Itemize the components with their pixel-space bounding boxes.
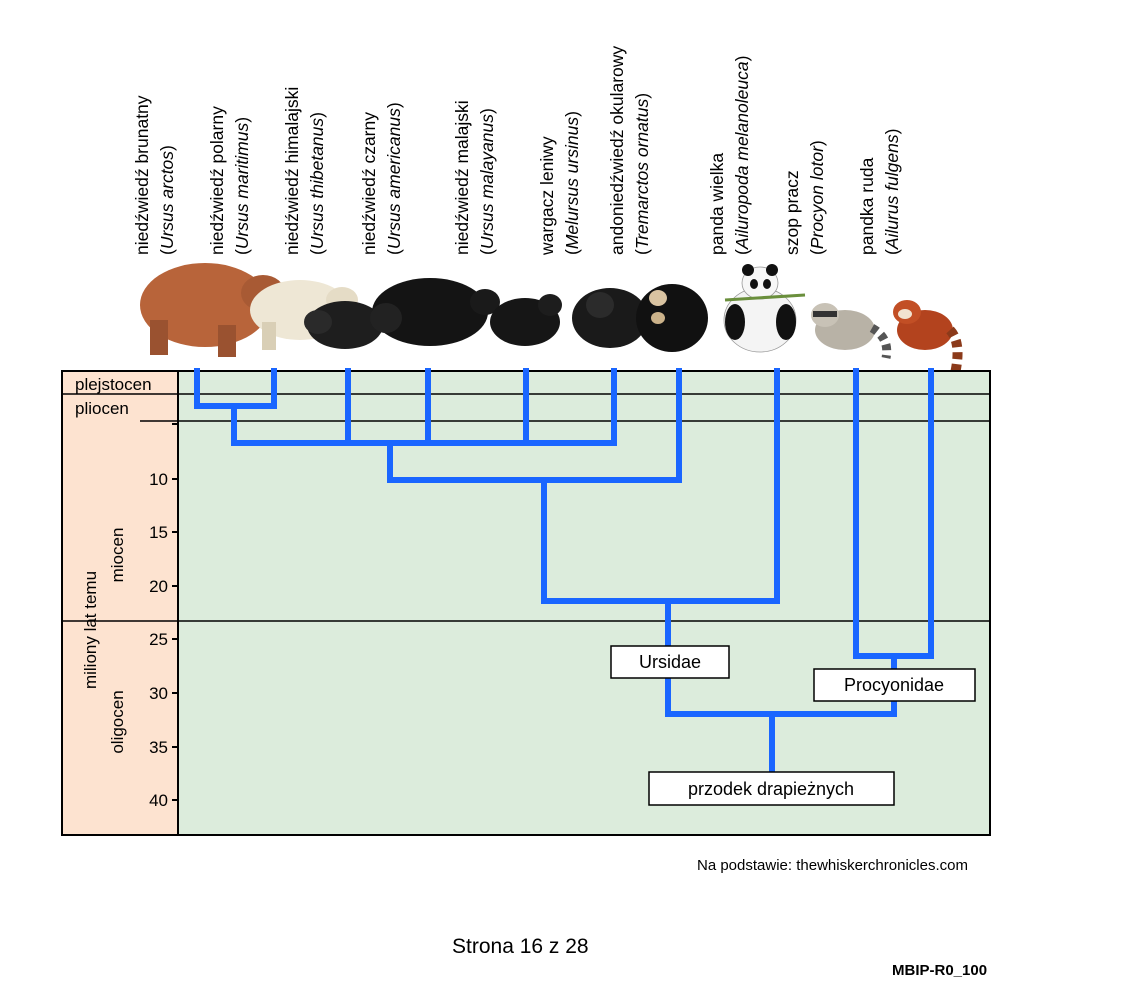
page-number: Strona 16 z 28 [452, 935, 589, 958]
ancestor-box [648, 771, 895, 806]
tick-label-25: 25 [149, 630, 168, 649]
epoch-miocene: miocen [108, 528, 127, 583]
tick-label-30: 30 [149, 684, 168, 703]
tick-label-35: 35 [149, 738, 168, 757]
black-bear-illustration [370, 278, 500, 346]
sun-bear-illustration [490, 294, 562, 346]
ursidae-box [610, 645, 730, 679]
procyonidae-label: Procyonidae [844, 675, 944, 695]
epoch-oligocene: oligocen [108, 690, 127, 753]
axis-panel [62, 371, 178, 835]
sloth-bear-illustration [572, 288, 648, 348]
tick-label-15: 15 [149, 523, 168, 542]
ancestor-label: przodek drapieżnych [688, 779, 854, 799]
epoch-pliocene: pliocen [75, 399, 129, 418]
tick-label-20: 20 [149, 577, 168, 596]
epoch-pleistocene: plejstocen [75, 375, 152, 394]
tick-label-10: 10 [149, 470, 168, 489]
giant-panda-illustration [723, 264, 806, 353]
procyonidae-box [813, 668, 976, 702]
axis-title-million-years-ago: miliony lat temu [81, 571, 100, 689]
ursidae-label: Ursidae [639, 652, 701, 672]
tick-labels: 10 15 20 25 30 35 40 [149, 470, 168, 810]
himalayan-bear-illustration [304, 301, 383, 349]
tick-label-40: 40 [149, 791, 168, 810]
document-code: MBIP-R0_100 [892, 962, 988, 979]
axis-ticks [172, 423, 178, 801]
source-caption: Na podstawie: thewhiskerchronicles.com [697, 857, 968, 874]
raccoon-illustration [811, 303, 892, 359]
spectacled-bear-illustration [636, 284, 708, 352]
animal-illustrations [140, 263, 963, 387]
